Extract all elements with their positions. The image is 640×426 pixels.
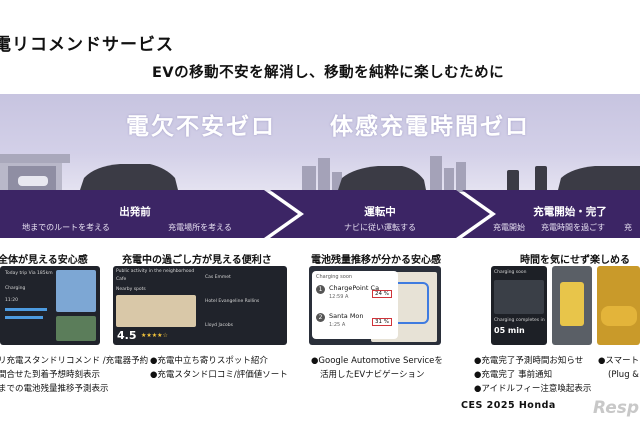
review-1-name: Cas Emmet xyxy=(205,275,231,280)
charging-stops-card[interactable]: Charging soon 1 ChargePoint Ca 12:59 A 2… xyxy=(312,271,398,339)
screen2-cafe: Cafe xyxy=(116,277,127,282)
feature4-bullet-2: ●充電完了 事前通知 xyxy=(474,370,553,380)
feature-heading-4: 時間を気にせず楽しめる xyxy=(520,255,630,266)
feature3-bullet-1: ●Google Automotive Serviceを xyxy=(311,356,443,366)
slogan-right: 体感充電時間ゼロ xyxy=(330,114,530,140)
phase-sub-before-left: 地までのルートを考える xyxy=(22,223,110,232)
feature1-bullet-2: 間合せた到着予想時刻表示 xyxy=(0,370,101,380)
stop-1-battery: 24 % xyxy=(372,290,392,298)
phase-sub-charging-mid: 充電時間を過ごす xyxy=(540,223,606,232)
slogan-left: 電欠不安ゼロ xyxy=(126,114,276,140)
review-2-name: Hotel Evangeline Rollins xyxy=(205,299,260,304)
feature5-bullet-1: ●スマート xyxy=(598,356,640,366)
phase-sub-charging-left: 充電開始 xyxy=(493,223,525,232)
screen-charge-complete: Charging soon Charging completes in 05 m… xyxy=(491,266,547,345)
footer-event: CES 2025 Honda xyxy=(461,400,556,411)
stop-2-name: Santa Mon xyxy=(329,312,364,320)
page-subtitle: EVの移動不安を解消し、移動を純粋に楽しむために xyxy=(152,65,505,81)
screen2-nearby: Nearby spots xyxy=(116,287,146,292)
journey-arrow-band xyxy=(0,190,640,238)
phone-photo xyxy=(552,266,592,345)
hero-illustration xyxy=(0,154,640,192)
feature5-bullet-2: (Plug & xyxy=(608,370,639,380)
screen1-text-1: Today trip Via 185km xyxy=(5,271,53,276)
page-title: 電リコメンドサービス xyxy=(0,35,174,55)
feature4-bullet-1: ●充電完了予測時間お知らせ xyxy=(474,356,584,366)
phase-sub-charging-right: 充 xyxy=(624,223,632,232)
phase-sub-before-right: 充電場所を考える xyxy=(168,223,232,232)
feature2-bullet-2: ●充電スタンド口コミ/評価値ソート xyxy=(150,370,288,380)
feature-heading-1: 全体が見える安心感 xyxy=(0,255,88,266)
screen-route-plan: Today trip Via 185km Charging 11:20 xyxy=(0,266,100,345)
car-photo xyxy=(597,266,640,345)
car-silhouette-1 xyxy=(80,164,178,190)
charger-icon xyxy=(507,166,547,192)
stop-2-battery: 31 % xyxy=(372,318,392,326)
garage-icon xyxy=(0,154,70,192)
phase-label-driving: 運転中 xyxy=(364,206,396,218)
feature-heading-2: 充電中の過ごし方が見える便利さ xyxy=(122,255,272,266)
watermark: Resp xyxy=(593,398,640,418)
stop-2-marker: 2 xyxy=(316,313,325,322)
feature-list-3: ●Google Automotive Serviceを 活用したEVナビゲーショ… xyxy=(311,354,443,382)
screen-charging-spots: Public activity in the neighborhood Cafe… xyxy=(113,266,287,345)
feature-list-2: ●充電中立ち寄りスポット紹介 ●充電スタンド口コミ/評価値ソート xyxy=(150,354,288,382)
card-header: Charging soon xyxy=(316,274,353,280)
stop-2-time: 1:25 A xyxy=(329,322,346,328)
feature-list-4: ●充電完了予測時間お知らせ ●充電完了 事前通知 ●アイドルフィー注意喚起表示 xyxy=(474,354,591,396)
rating-stars: ★★★★☆ xyxy=(141,332,168,339)
feature4-bullet-3: ●アイドルフィー注意喚起表示 xyxy=(474,384,592,394)
feature1-bullet-3: までの電池残量推移予測表示 xyxy=(0,384,109,394)
screen1-text-3: 11:20 xyxy=(5,298,18,303)
stop-1-marker: 1 xyxy=(316,285,325,294)
screen4-text-1: Charging soon xyxy=(494,270,527,275)
stop-1-time: 12:59 A xyxy=(329,294,349,300)
screen2-header: Public activity in the neighborhood xyxy=(116,269,195,274)
route-map-thumbnail xyxy=(56,270,96,312)
phase-sub-driving: ナビに従い運転する xyxy=(344,223,416,232)
feature2-bullet-1: ●充電中立ち寄りスポット紹介 xyxy=(150,356,268,366)
phase-label-before: 出発前 xyxy=(119,206,151,218)
feature-list-1: リ充電スタンドリコメンド /充電器予約 間合せた到着予想時刻表示 までの電池残量… xyxy=(0,354,148,396)
cafe-photo xyxy=(116,295,196,327)
car-silhouette-3 xyxy=(558,166,640,190)
photo-thumbnail xyxy=(56,316,96,341)
feature-heading-3: 電池残量推移が分かる安心感 xyxy=(311,255,441,266)
car-silhouette-2 xyxy=(338,166,426,190)
screen4-text-3: 05 min xyxy=(494,326,525,335)
screen-ev-navigation: Charging soon 1 ChargePoint Ca 12:59 A 2… xyxy=(309,266,441,345)
vehicle-thumbnail xyxy=(494,280,544,314)
screen4-text-2: Charging completes in xyxy=(494,318,545,323)
phase-label-charging: 充電開始・完了 xyxy=(533,206,607,218)
review-3-name: Lloyd Jacobs xyxy=(205,323,233,328)
feature3-bullet-2: 活用したEVナビゲーション xyxy=(320,370,425,380)
screen1-text-2: Charging xyxy=(5,286,26,291)
city-skyline-icon xyxy=(302,156,466,192)
stop-1-name: ChargePoint Ca xyxy=(329,284,380,292)
feature-list-5: ●スマート (Plug & xyxy=(598,354,639,382)
rating-value: 4.5 xyxy=(117,329,137,342)
feature1-bullet-1: リ充電スタンドリコメンド /充電器予約 xyxy=(0,356,149,366)
